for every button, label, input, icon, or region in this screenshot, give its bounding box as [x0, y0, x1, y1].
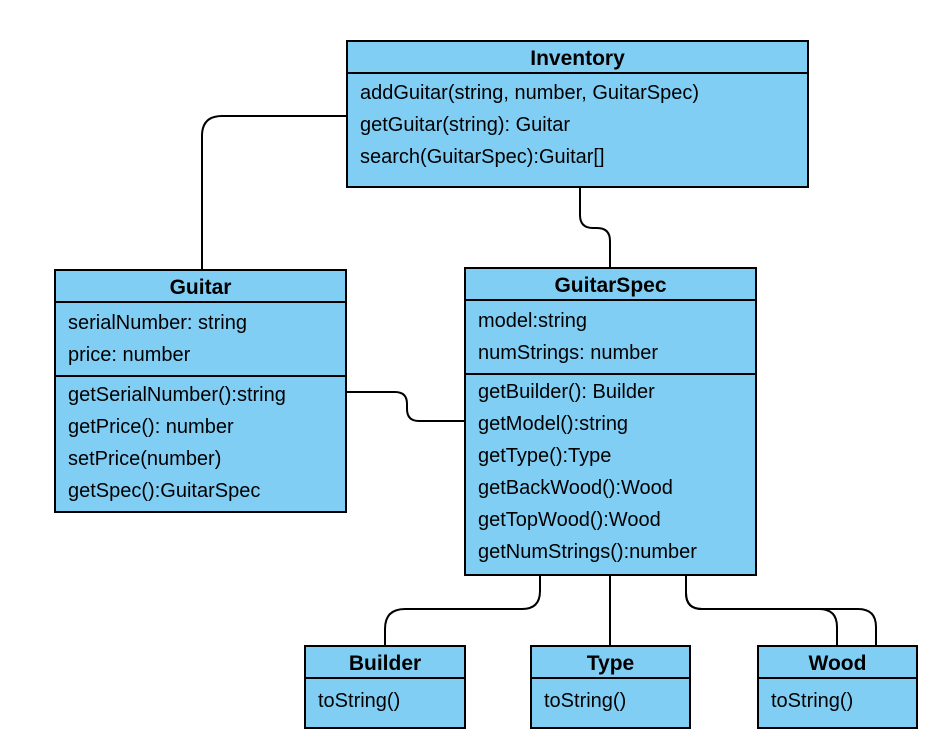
- class-name: Inventory: [348, 42, 807, 74]
- edge-inventory-guitar: [201, 115, 346, 269]
- method-item: search(GuitarSpec):Guitar[]: [360, 146, 605, 168]
- method-item: getModel():string: [478, 413, 629, 435]
- method-item: toString(): [318, 690, 401, 712]
- method-item: getTopWood():Wood: [478, 509, 661, 531]
- class-guitarspec[interactable]: GuitarSpec model:string numStrings: numb…: [464, 267, 757, 576]
- method-list: toString(): [306, 679, 464, 717]
- class-type[interactable]: Type toString(): [530, 645, 691, 729]
- class-name: GuitarSpec: [466, 269, 755, 301]
- attribute-list: model:string numStrings: number: [466, 301, 755, 373]
- method-item: toString(): [544, 690, 627, 712]
- method-item: getType():Type: [478, 445, 612, 467]
- method-item: getSpec():GuitarSpec: [68, 480, 261, 502]
- class-inventory[interactable]: Inventory addGuitar(string, number, Guit…: [346, 40, 809, 188]
- method-item: getGuitar(string): Guitar: [360, 114, 571, 136]
- edge-guitarspec-wood-a: [685, 576, 838, 645]
- class-guitar[interactable]: Guitar serialNumber: string price: numbe…: [54, 269, 347, 513]
- attribute-item: model:string: [478, 310, 587, 332]
- method-list: getSerialNumber():string getPrice(): num…: [56, 375, 345, 513]
- method-item: toString(): [771, 690, 854, 712]
- edge-guitarspec-wood-b: [685, 576, 877, 645]
- edge-guitarspec-builder: [384, 576, 541, 645]
- method-list: toString(): [759, 679, 916, 717]
- method-item: addGuitar(string, number, GuitarSpec): [360, 82, 700, 104]
- method-item: getSerialNumber():string: [68, 384, 286, 406]
- edge-inventory-guitarspec: [579, 188, 611, 267]
- method-item: getNumStrings():number: [478, 541, 697, 563]
- attribute-item: price: number: [68, 344, 191, 366]
- class-name: Guitar: [56, 271, 345, 303]
- method-item: getBuilder(): Builder: [478, 381, 655, 403]
- method-list: getBuilder(): Builder getModel():string …: [466, 373, 755, 574]
- class-wood[interactable]: Wood toString(): [757, 645, 918, 729]
- method-list: addGuitar(string, number, GuitarSpec) ge…: [348, 74, 807, 173]
- method-item: setPrice(number): [68, 448, 222, 470]
- attribute-item: serialNumber: string: [68, 312, 247, 334]
- class-name: Builder: [306, 647, 464, 679]
- class-name: Type: [532, 647, 689, 679]
- attribute-list: serialNumber: string price: number: [56, 303, 345, 375]
- method-list: toString(): [532, 679, 689, 717]
- method-item: getPrice(): number: [68, 416, 234, 438]
- edge-guitar-guitarspec: [347, 391, 464, 422]
- class-builder[interactable]: Builder toString(): [304, 645, 466, 729]
- method-item: getBackWood():Wood: [478, 477, 673, 499]
- class-name: Wood: [759, 647, 916, 679]
- attribute-item: numStrings: number: [478, 342, 659, 364]
